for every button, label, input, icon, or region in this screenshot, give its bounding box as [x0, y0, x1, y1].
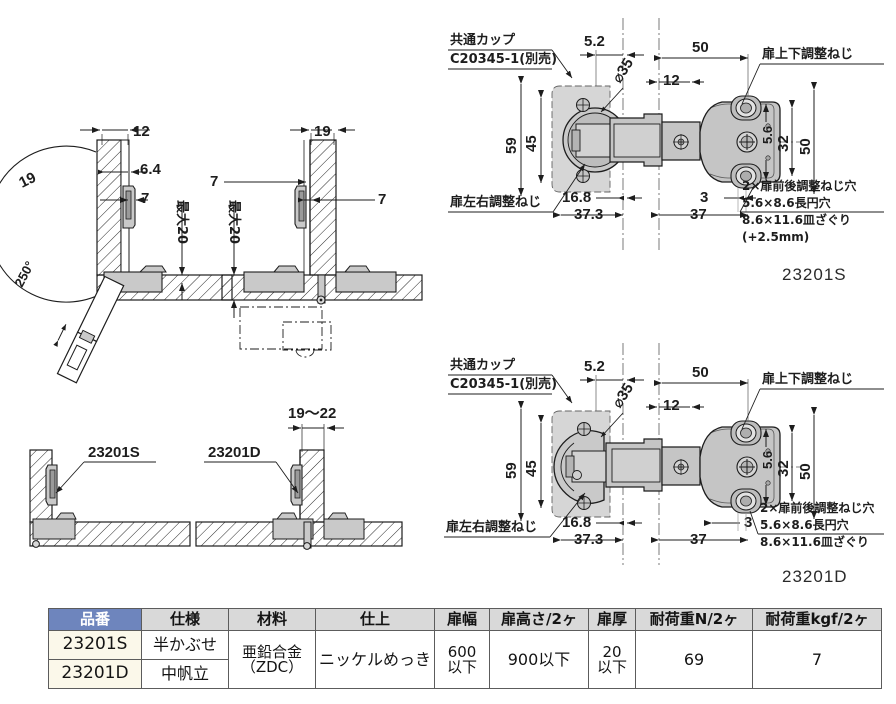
callout-updown-screw-bottom: 扉上下調整ねじ — [762, 371, 853, 387]
callout-hole4-top: (+2.5mm) — [742, 230, 809, 244]
dim-3-top: 3 — [700, 189, 708, 206]
dim-7-right: 7 — [378, 191, 386, 208]
section-bottom-left: 23201S 23201D 19〜22 — [29, 405, 403, 550]
dim-19-top-left: 19 — [16, 169, 38, 192]
dim-45-top: 45 — [523, 135, 540, 152]
callout-hole2-top: 5.6×8.6長円穴 — [742, 195, 831, 210]
table-row: 23201S 半かぶせ 亜鉛合金 （ZDC） ニッケルめっき 600 以下 90… — [48, 630, 883, 689]
dim-16-8-bottom: 16.8 — [562, 514, 591, 531]
table-row: 23201D 中帆立 — [48, 659, 882, 689]
door-width-line-2: 以下 — [447, 657, 478, 676]
drawing-canvas: 250° 12 6.4 — [0, 18, 884, 586]
callout-cup-sub-top: C20345-1(別売) — [450, 51, 557, 67]
callout-leftright-screw-bottom: 扉左右調整ねじ — [446, 519, 537, 535]
cell-spec-d: 中帆立 — [141, 659, 229, 689]
dim-37-top: 37 — [690, 206, 707, 223]
cell-load-kgf: 7 — [752, 630, 883, 689]
callout-hole1-bottom: 2×扉前後調整ねじ穴 — [760, 500, 874, 515]
dim-5-6-top: 5.6 — [760, 126, 775, 144]
dim-7-top-left: 7 — [141, 190, 149, 207]
dim-dia35-bottom: ⌀35 — [609, 380, 637, 411]
dim-50-right-top: 50 — [797, 138, 814, 155]
plan-view-23201D: 5.2 50 12 ⌀35 59 45 5.6 32 50 16.8 37.3 … — [444, 343, 884, 586]
cell-finish: ニッケルめっき — [314, 630, 436, 689]
material-line-2: （ZDC） — [240, 657, 304, 676]
dim-16-8-top: 16.8 — [562, 189, 591, 206]
part-number-bottom: 23201D — [782, 567, 848, 586]
th-part-number: 品番 — [48, 608, 142, 631]
dim-5-2-bottom: 5.2 — [584, 358, 605, 375]
callout-cup-bottom: 共通カップ — [450, 357, 516, 373]
cell-door-thickness: 20 以下 — [588, 630, 637, 689]
dim-19-22: 19〜22 — [288, 405, 336, 422]
th-door-thickness: 扉厚 — [588, 608, 637, 631]
label-max20-left: 最大20 — [174, 200, 190, 244]
dim-37-bottom: 37 — [690, 531, 707, 548]
dim-12-bottom: 12 — [663, 397, 680, 414]
table-header-row: 品番 仕様 材料 仕上 扉幅 扉高さ/2ヶ 扉厚 耐荷重N/2ヶ 耐荷重kgf/… — [48, 608, 883, 631]
dim-dia35-top: ⌀35 — [609, 55, 637, 86]
door-thickness-line-2: 以下 — [597, 657, 628, 676]
th-material: 材料 — [228, 608, 316, 631]
callout-cup-sub-bottom: C20345-1(別売) — [450, 376, 557, 392]
callout-hole2-bottom: 5.6×8.6長円穴 — [760, 517, 849, 532]
cell-load-n: 69 — [635, 630, 754, 689]
cell-part-number-d: 23201D — [48, 659, 142, 689]
dim-12-top-left: 12 — [133, 123, 150, 140]
dim-7-left: 7 — [210, 173, 218, 190]
callout-leftright-screw-top: 扉左右調整ねじ — [450, 194, 541, 210]
plan-view-23201S: 5.2 50 12 ⌀35 59 45 5.6 32 50 16.8 — [448, 18, 884, 284]
dim-3-bottom: 3 — [744, 514, 752, 531]
callout-hole3-top: 8.6×11.6皿ざぐり — [742, 212, 851, 227]
dim-45-bottom: 45 — [523, 460, 540, 477]
spec-table: 品番 仕様 材料 仕上 扉幅 扉高さ/2ヶ 扉厚 耐荷重N/2ヶ 耐荷重kgf/… — [48, 608, 883, 689]
th-door-height: 扉高さ/2ヶ — [489, 608, 590, 631]
dim-32-top: 32 — [775, 135, 792, 152]
label-max20-right: 最大20 — [226, 200, 242, 244]
cell-material: 亜鉛合金 （ZDC） — [228, 630, 316, 689]
cell-spec-s: 半かぶせ — [141, 630, 229, 660]
label-23201S-section: 23201S — [88, 444, 140, 461]
door-width-line-1: 600 — [447, 642, 477, 661]
part-number-top: 23201S — [782, 265, 847, 284]
callout-hole1-top: 2×扉前後調整ねじ穴 — [742, 178, 856, 193]
material-line-1: 亜鉛合金 — [241, 642, 302, 661]
dim-59-top: 59 — [503, 137, 520, 154]
th-door-width: 扉幅 — [434, 608, 491, 631]
cell-door-width: 600 以下 — [434, 630, 491, 689]
dim-5-2-top: 5.2 — [584, 33, 605, 50]
dim-50-bottom: 50 — [692, 364, 709, 381]
callout-cup-top: 共通カップ — [450, 32, 516, 48]
cell-part-number-s: 23201S — [48, 630, 142, 660]
section-top-left: 250° 12 6.4 — [0, 123, 233, 384]
dim-37-3-top: 37.3 — [574, 206, 603, 223]
dim-50-right-bottom: 50 — [797, 463, 814, 480]
angle-250-label: 250° — [11, 259, 37, 290]
door-thickness-line-1: 20 — [602, 642, 622, 661]
label-23201D-section: 23201D — [208, 444, 261, 461]
dim-50-top: 50 — [692, 39, 709, 56]
cell-door-height: 900以下 — [489, 630, 590, 689]
dim-6-4: 6.4 — [140, 161, 162, 178]
th-finish: 仕上 — [314, 608, 436, 631]
dim-32-bottom: 32 — [775, 460, 792, 477]
callout-updown-screw-top: 扉上下調整ねじ — [762, 46, 853, 62]
dim-37-3-bottom: 37.3 — [574, 531, 603, 548]
dim-5-6-bottom: 5.6 — [760, 451, 775, 469]
dim-59-bottom: 59 — [503, 462, 520, 479]
section-top-right: 19 7 7 最大20 — [210, 123, 423, 358]
th-load-n: 耐荷重N/2ヶ — [635, 608, 754, 631]
dim-12-top: 12 — [663, 72, 680, 89]
callout-hole3-bottom: 8.6×11.6皿ざぐり — [760, 534, 869, 549]
th-spec: 仕様 — [141, 608, 229, 631]
th-load-kgf: 耐荷重kgf/2ヶ — [752, 608, 883, 631]
dim-19-top-right: 19 — [314, 123, 331, 140]
